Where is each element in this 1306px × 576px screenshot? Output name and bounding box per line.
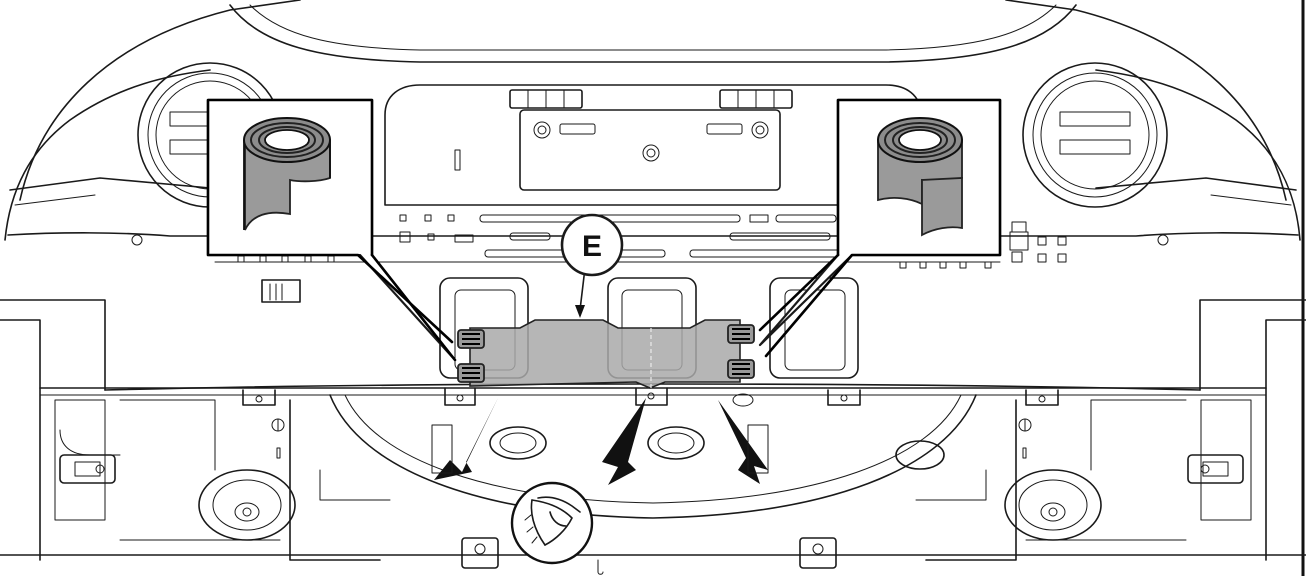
callout-e: E <box>560 213 624 318</box>
left-inset-panel <box>206 98 457 362</box>
right-round-vent <box>1022 62 1168 208</box>
side-latches <box>59 418 1244 575</box>
right-anchor-point <box>1004 469 1102 541</box>
bumper-mounting-tabs <box>242 387 1059 406</box>
adhesive-tape-strip <box>457 319 755 390</box>
right-inset-panel <box>758 98 1002 358</box>
vehicle-body-outline <box>0 0 1306 561</box>
pointer-arrow-icon <box>602 398 646 485</box>
pointer-arrow-icon <box>718 400 768 484</box>
left-anchor-point <box>198 469 296 541</box>
spare-wheel-hubs <box>489 393 945 470</box>
tape-roll-icon <box>243 117 331 231</box>
pointer-arrow-icon <box>434 398 498 480</box>
eye-icon <box>510 481 594 565</box>
callout-e-label: E <box>582 230 602 263</box>
pointer-arrows <box>431 398 769 485</box>
tape-roll-icon <box>877 117 963 237</box>
